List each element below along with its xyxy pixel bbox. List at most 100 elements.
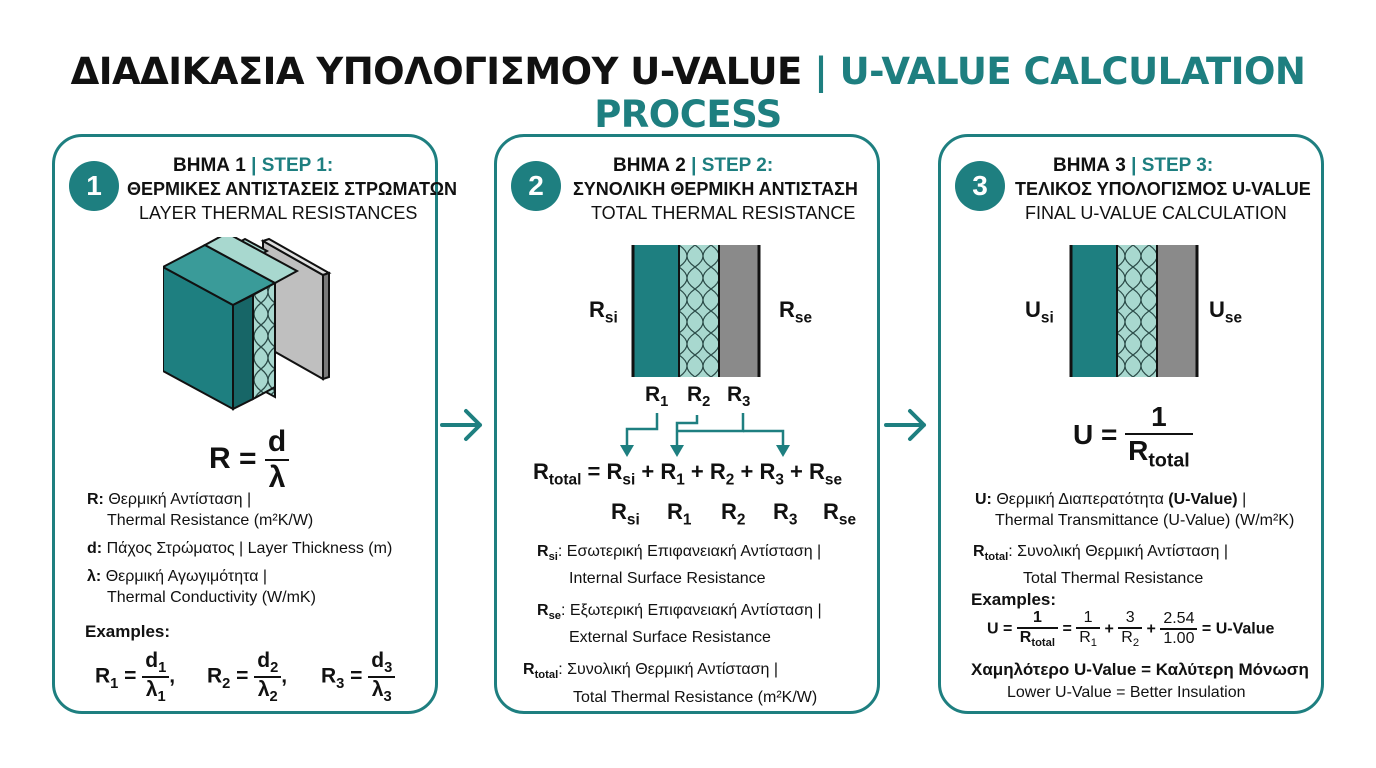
step-number-badge: 1 xyxy=(69,161,119,211)
example-index: 1 xyxy=(157,689,166,706)
term-sub: si xyxy=(626,511,640,529)
eq-plus: + xyxy=(641,459,655,484)
ex-den: R xyxy=(1121,629,1133,646)
term-sub: 1 xyxy=(682,511,692,529)
step-heading-separator: | xyxy=(1131,155,1137,176)
def-greek: Θερμική Αγωγιμότητα | xyxy=(105,568,268,585)
eq-term: R xyxy=(759,459,776,484)
example-index: 2 xyxy=(269,689,278,706)
eq-term-sub: 1 xyxy=(676,471,685,489)
definition-rse: Rse: Εξωτερική Επιφανειακή Αντίσταση | E… xyxy=(537,600,822,648)
eq-term: R xyxy=(606,459,623,484)
wall-cross-section xyxy=(1069,245,1199,377)
def-tail: | xyxy=(1242,491,1247,508)
ex-num: 1 xyxy=(1076,609,1101,629)
eq-term: R xyxy=(809,459,825,484)
den-base: R xyxy=(1128,435,1149,466)
den-sub: total xyxy=(1148,449,1190,472)
u-value-formula: U = 1 Rtotal xyxy=(1073,401,1193,473)
example-symbol: R xyxy=(95,664,111,688)
ex-num: 2.54 xyxy=(1160,610,1198,631)
step-subtitle-greek: ΘΕΡΜΙΚΕΣ ΑΝΤΙΣΤΑΣΕΙΣ ΣΤΡΩΜΑΤΩΝ xyxy=(127,179,458,199)
connector-arrows xyxy=(620,413,790,457)
label-base: R xyxy=(687,383,703,406)
step-heading-english: STEP 3: xyxy=(1141,155,1214,176)
ex-den-sub: total xyxy=(1031,637,1055,650)
example-index: 3 xyxy=(384,660,393,677)
term-base: R xyxy=(721,499,737,524)
definition-rtotal: Rtotal: Συνολική Θερμική Αντίσταση | Tot… xyxy=(973,541,1228,589)
definition-d: d: Πάχος Στρώματος | Layer Thickness (m) xyxy=(87,538,392,559)
layer-label-r3: R3 xyxy=(727,383,750,410)
step-subtitle-greek: ΣΥΝΟΛΙΚΗ ΘΕΡΜΙΚΗ ΑΝΤΙΣΤΑΣΗ xyxy=(573,179,858,199)
def-english: Total Thermal Resistance (m²K/W) xyxy=(573,688,818,706)
step-heading-english: STEP 2: xyxy=(701,155,774,176)
note-english: Lower U-Value = Better Insulation xyxy=(1007,684,1246,701)
ex-den-sub: 2 xyxy=(1132,637,1140,650)
def-symbol: Rse xyxy=(537,602,562,623)
definition-lambda: λ: Θερμική Αγωγιμότητα | Thermal Conduct… xyxy=(87,566,392,608)
step-heading: ΒΗΜΑ 2 | STEP 2: xyxy=(613,155,773,177)
definition-list: Rsi: Εσωτερική Επιφανειακή Αντίσταση | I… xyxy=(523,541,822,708)
term-base: R xyxy=(773,499,789,524)
term-rse: Rse xyxy=(823,499,856,528)
label-base: U xyxy=(1025,297,1041,322)
step-heading-english: STEP 1: xyxy=(261,155,334,176)
formula-lhs: R = xyxy=(209,441,257,475)
term-r1: R1 xyxy=(667,499,721,529)
right-arrow-icon xyxy=(440,409,482,441)
term-base: R xyxy=(823,499,839,524)
def-symbol: R: xyxy=(87,491,104,508)
label-base: R xyxy=(589,297,605,322)
eq-term-sub: si xyxy=(622,471,636,489)
def-greek: Πάχος Στρώματος | Layer Thickness (m) xyxy=(106,540,393,557)
step-subtitle-greek: ΤΕΛΙΚΟΣ ΥΠΟΛΟΓΙΣΜΟΣ U-VALUE xyxy=(1015,179,1311,199)
step-3-panel: 3 ΒΗΜΑ 3 | STEP 3: ΤΕΛΙΚΟΣ ΥΠΟΛΟΓΙΣΜΟΣ U… xyxy=(938,134,1324,714)
label-sub: 1 xyxy=(660,394,669,411)
label-base: R xyxy=(727,383,743,406)
total-resistance-equation: Rtotal = Rsi + R1 + R2 + R3 + Rse xyxy=(533,459,842,489)
label-sub: si xyxy=(604,309,618,327)
formula-lhs: U = xyxy=(1073,419,1118,451)
surface-label-right: Use xyxy=(1209,297,1242,327)
examples-label: Examples: xyxy=(85,622,171,641)
example-tail: , xyxy=(281,664,288,688)
surface-label-left: Usi xyxy=(1025,297,1054,327)
def-greek: : Εσωτερική Επιφανειακή Αντίσταση | xyxy=(557,543,822,560)
step-heading-separator: | xyxy=(251,155,257,176)
formula-denominator: λ xyxy=(268,461,286,494)
example-index: 1 xyxy=(110,675,119,692)
step-subtitle-english: FINAL U-VALUE CALCULATION xyxy=(1025,203,1287,223)
example-index: 3 xyxy=(383,689,392,706)
eq-term-sub: 3 xyxy=(775,471,784,489)
term-r2: R2 xyxy=(721,499,773,529)
def-greek: : Συνολική Θερμική Αντίσταση | xyxy=(558,661,778,679)
example-num: d xyxy=(371,649,385,672)
page-title: ΔΙΑΔΙΚΑΣΙΑ ΥΠΟΛΟΓΙΣΜΟΥ U-VALUE | U-VALUE… xyxy=(0,50,1376,136)
label-base: R xyxy=(645,383,661,406)
eq-term: R xyxy=(660,459,677,484)
def-english: Thermal Resistance (m²K/W) xyxy=(107,512,314,529)
right-arrow-icon xyxy=(884,409,926,441)
formula-fraction: d λ xyxy=(264,425,290,495)
step-1-panel: 1 ΒΗΜΑ 1 | STEP 1: ΘΕΡΜΙΚΕΣ ΑΝΤΙΣΤΑΣΕΙΣ … xyxy=(52,134,457,714)
surface-label-right: Rse xyxy=(779,297,812,327)
def-english: Total Thermal Resistance xyxy=(1023,570,1204,588)
step-number-badge: 3 xyxy=(955,161,1005,211)
eq-lhs: R xyxy=(533,459,549,484)
example-den: λ xyxy=(145,678,158,702)
definition-rsi: Rsi: Εσωτερική Επιφανειακή Αντίσταση | I… xyxy=(537,541,822,589)
step-heading-greek: ΒΗΜΑ 2 xyxy=(613,155,686,176)
step-2-panel: 2 ΒΗΜΑ 2 | STEP 2: ΣΥΝΟΛΙΚΗ ΘΕΡΜΙΚΗ ΑΝΤΙ… xyxy=(494,134,880,714)
ex-den-sub: 1 xyxy=(1090,637,1098,650)
resistance-formula: R = d λ xyxy=(209,425,290,495)
example-den: λ xyxy=(257,678,270,702)
layer-label-r1: R1 xyxy=(645,383,668,410)
surface-label-left: Rsi xyxy=(589,297,618,327)
ex-lhs: U = xyxy=(987,620,1013,638)
formula-numerator: 1 xyxy=(1125,401,1193,435)
title-separator: | xyxy=(814,50,828,93)
